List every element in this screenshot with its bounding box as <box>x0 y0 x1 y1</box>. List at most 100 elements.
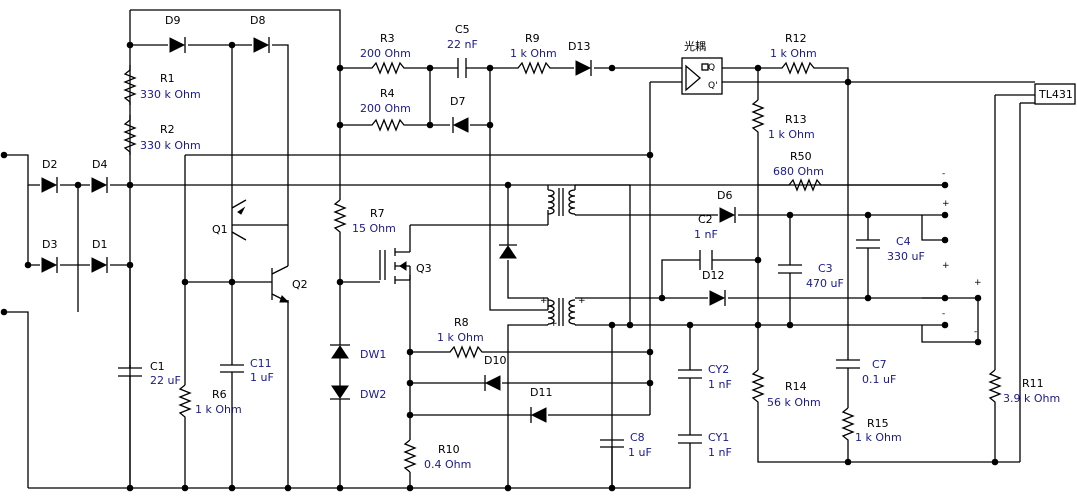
label-r13-value: 1 k Ohm <box>768 128 815 141</box>
label-c2: C2 <box>698 213 713 226</box>
capacitor-c11 <box>220 358 244 378</box>
label-d7: D7 <box>450 95 465 108</box>
label-r10-value: 0.4 Ohm <box>424 458 471 471</box>
label-d4: D4 <box>92 158 107 171</box>
diode-d4 <box>91 177 108 193</box>
label-cy2: CY2 <box>708 363 729 376</box>
resistor-r10 <box>403 439 417 473</box>
svg-text:+: + <box>540 296 548 306</box>
label-r15-value: 1 k Ohm <box>855 431 902 444</box>
zener-dw1 <box>330 340 350 362</box>
transistor-q1 <box>231 199 247 241</box>
label-q1: Q1 <box>212 223 228 236</box>
label-q2: Q2 <box>292 278 308 291</box>
terminal-mark-3: + <box>942 261 950 271</box>
label-r9-value: 1 k Ohm <box>510 47 557 60</box>
label-r15: R15 <box>867 417 889 430</box>
svg-text:Q: Q <box>708 63 715 73</box>
wires <box>4 9 1035 489</box>
resistor-r14 <box>751 369 765 410</box>
label-c5: C5 <box>455 23 470 36</box>
diode-d9 <box>169 37 186 53</box>
svg-text:+: + <box>578 296 586 306</box>
resistor-r3 <box>368 61 408 75</box>
capacitor-cy2 <box>678 369 702 382</box>
label-r10: R10 <box>438 443 460 456</box>
label-r11-value: 3.9 k Ohm <box>1003 392 1060 405</box>
mosfet-q3 <box>384 238 411 284</box>
diode-d12 <box>709 290 726 306</box>
capacitor-c4 <box>856 239 880 252</box>
svg-text:Q': Q' <box>708 81 718 91</box>
label-c1-value: 22 uF <box>150 374 181 387</box>
label-r8-value: 1 k Ohm <box>437 331 484 344</box>
label-r3-value: 200 Ohm <box>360 47 411 60</box>
label-optocoupler: 光耦 <box>684 39 706 53</box>
label-c7: C7 <box>872 358 887 371</box>
label-r50: R50 <box>790 150 812 163</box>
label-r3: R3 <box>380 32 395 45</box>
diode-d13 <box>575 60 592 76</box>
capacitor-c7 <box>836 359 860 372</box>
diode-d11 <box>530 407 547 423</box>
junction-dots <box>0 41 999 492</box>
label-r6-value: 1 k Ohm <box>195 403 242 416</box>
label-d11: D11 <box>530 386 552 399</box>
diode-primary <box>499 244 517 259</box>
terminal-mark-1: - <box>942 169 945 179</box>
resistor-r8 <box>446 345 486 359</box>
resistor-r1 <box>123 65 137 105</box>
resistors <box>123 61 1002 473</box>
tl431 <box>1034 83 1076 105</box>
label-c7-value: 0.1 uF <box>862 373 896 386</box>
label-q3: Q3 <box>416 262 432 275</box>
label-c11: C11 <box>250 357 272 370</box>
label-c8: C8 <box>630 431 645 444</box>
diode-d2 <box>41 177 58 193</box>
diodes <box>41 37 736 423</box>
label-cy2-value: 1 nF <box>708 378 732 391</box>
labels: D9 D8 R1 330 k Ohm R2 330 k Ohm D2 D4 D3… <box>42 14 1073 471</box>
zener-dw2 <box>330 384 350 404</box>
label-r50-value: 680 Ohm <box>773 165 824 178</box>
label-r7: R7 <box>370 207 385 220</box>
label-r14-value: 56 k Ohm <box>767 396 821 409</box>
diode-d7 <box>452 117 469 133</box>
label-r2-value: 330 k Ohm <box>140 139 201 152</box>
label-c5-value: 22 nF <box>447 38 478 51</box>
terminal-mark-5: - <box>942 309 945 319</box>
resistor-r6 <box>178 384 192 422</box>
transistors <box>231 199 411 303</box>
label-r12: R12 <box>785 32 807 45</box>
diode-d8 <box>253 37 270 53</box>
label-r13: R13 <box>785 113 807 126</box>
label-c3-value: 470 uF <box>806 277 844 290</box>
capacitor-cy1 <box>678 434 702 447</box>
resistor-r4 <box>368 118 408 132</box>
label-d10: D10 <box>484 354 506 367</box>
label-c4-value: 330 uF <box>887 250 925 263</box>
transistor-q2 <box>271 220 290 303</box>
capacitor-c3 <box>778 264 802 278</box>
capacitor-c1 <box>118 265 142 488</box>
resistor-r11 <box>988 369 1002 410</box>
label-c11-value: 1 uF <box>250 371 274 384</box>
label-d3: D3 <box>42 238 57 251</box>
resistor-r2 <box>123 115 137 155</box>
terminal-mark-2: + <box>942 199 950 209</box>
resistor-r15 <box>841 407 855 448</box>
label-r7-value: 15 Ohm <box>352 222 396 235</box>
label-cy1-value: 1 nF <box>708 446 732 459</box>
label-d6: D6 <box>717 189 732 202</box>
label-c2-value: 1 nF <box>694 228 718 241</box>
label-d8: D8 <box>250 14 265 27</box>
label-d1: D1 <box>92 238 107 251</box>
label-c3: C3 <box>818 262 833 275</box>
resistor-r13 <box>751 99 765 140</box>
label-tl431: TL431 <box>1038 88 1073 101</box>
label-d2: D2 <box>42 158 57 171</box>
optocoupler: Q Q' <box>681 57 723 95</box>
diode-d3 <box>41 257 58 273</box>
transformer: + + + <box>540 185 586 329</box>
